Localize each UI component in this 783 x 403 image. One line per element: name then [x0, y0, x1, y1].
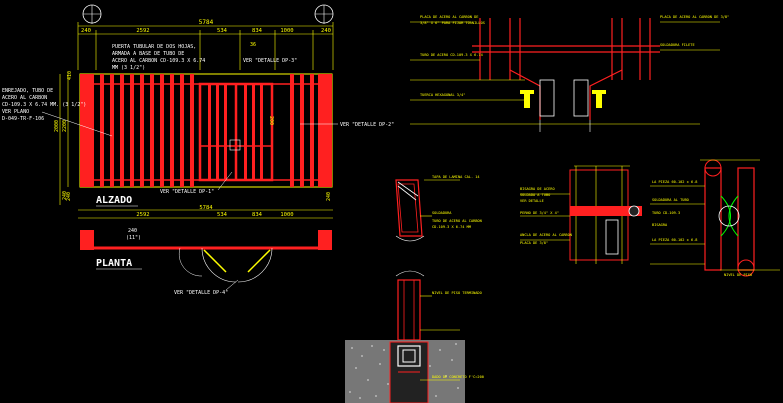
fence-pickets: [100, 74, 314, 187]
dp1-label-3: VER DETALLE: [520, 199, 544, 203]
fence-post-right: [318, 74, 332, 187]
side-note-line-1: ENREJADO, TUBO DE: [2, 88, 53, 94]
plan-dim-11in: (11"): [126, 235, 141, 241]
side-note-line-5: D-049-TR-F-106: [2, 116, 44, 122]
dp4-label-5: LA PIEZA 60-102 x 6.8: [652, 238, 697, 242]
dp4-label-6: NIVEL DE PISO: [724, 273, 752, 277]
dp3-label-4: TUERCA HEXAGONAL 3/4": [420, 93, 465, 97]
dp2-label-2: SOLDADURA: [432, 211, 452, 215]
dim-base-240-right: 240: [326, 192, 332, 201]
plan-post-left: [80, 230, 94, 250]
gate-leaves: [198, 82, 274, 182]
ref-detail-dp2: VER "DETALLE DP-2": [340, 122, 394, 128]
gate-swing-arc-left: [201, 247, 237, 283]
dim-left-410: 410: [67, 71, 73, 80]
dp4-label-4: BISAGRA: [652, 223, 668, 227]
dp1-label-4: PERNO DE 3/4" X 4": [520, 211, 559, 215]
dim-36: 36: [250, 42, 256, 48]
side-note-line-3: CD-109.3 X 6.74 MM. (3 1/2"): [2, 102, 86, 108]
gate-lock-icon: [229, 139, 241, 151]
plan-view: 5784 2592 534 834 1000 240 (11") VER "DE…: [78, 205, 333, 296]
detail-dp2: TAPA DE LAMINA CAL. 14 SOLDADURA TUBO DE…: [345, 175, 484, 403]
detail-dp4: LA PIEZA 60-102 x 6.8 SOLDADURA AL TUBO …: [650, 159, 780, 277]
dp2-label-6: DADO DE CONCRETO F'C=200: [432, 375, 484, 379]
dim-top-1000: 1000: [280, 28, 293, 34]
view-title-planta: PLANTA: [96, 258, 132, 269]
dp4-label-3: TUBO CD-109.3: [652, 211, 680, 215]
dp3-label-2: 3/8" X 6" PARA FIJAR TORNILLOS: [420, 21, 485, 25]
fence-post-left: [80, 74, 94, 187]
plan-dim-1000: 1000: [280, 212, 293, 218]
dp2-label-1: TAPA DE LAMINA CAL. 14: [432, 175, 480, 179]
dim-top-534: 534: [217, 28, 228, 34]
gate-note-line-1: PUERTA TUBULAR DE DOS HOJAS,: [112, 44, 196, 50]
dim-total-width: 5784: [199, 19, 214, 26]
side-note-line-4: VER PLANO: [2, 109, 29, 115]
ref-detail-dp3: VER "DETALLE DP-3": [243, 58, 297, 64]
view-title-alzado: ALZADO: [96, 195, 132, 206]
gate-note-line-3: ACERO AL CARBON CD-109.3 X 6.74: [112, 58, 205, 64]
dim-top-240-right: 240: [321, 28, 331, 34]
fence-outline: [79, 73, 333, 188]
dim-left-240: 240: [62, 191, 68, 200]
dim-200: 200: [268, 116, 274, 125]
detail-dp1: BISAGRA DE ACERO SOLDADA A TUBO VER DETA…: [520, 165, 642, 264]
dp2-label-4: CD-109.3 X 6.74 MM: [432, 225, 472, 229]
dp2-label-3: TUBO DE ACERO AL CARBON: [432, 219, 482, 223]
hinge-plate: [570, 206, 642, 216]
dp3-label-6: SOLDADURA FILETE: [660, 43, 695, 47]
plan-dim-834: 834: [252, 212, 263, 218]
dp1-label-6: PLACA DE 3/8": [520, 241, 548, 245]
ref-detail-dp1: VER "DETALLE DP-1": [160, 189, 214, 195]
plan-dim-2592: 2592: [136, 212, 149, 218]
plan-post-right: [318, 230, 332, 250]
detail-dp3: PLACA DE ACERO AL CARBON DE 3/8" X 6" PA…: [410, 15, 729, 132]
gate-note-line-4: MM (3 1/2"): [112, 65, 145, 71]
dp1-label-5: ANCLA DE ACERO AL CARBON: [520, 233, 572, 237]
elevation-view: 5784 240 2592 534 834 1000 240 PUERTA TU…: [2, 4, 394, 207]
plan-total-width: 5784: [199, 205, 213, 211]
dim-base-240-left: 240: [66, 192, 72, 201]
concrete-hatch: [349, 343, 459, 399]
dim-left-2000: 2000: [54, 120, 60, 132]
ref-detail-dp4: VER "DETALLE DP-4": [174, 290, 228, 296]
dp3-label-3: TUBO DE ACERO CD-109.3 X 6.74: [420, 53, 483, 57]
dim-left-2200: 2200: [62, 120, 68, 132]
dp2-label-5: NIVEL DE PISO TERMINADO: [432, 291, 482, 295]
dp3-label-1: PLACA DE ACERO AL CARBON DE: [420, 15, 478, 19]
dim-top-240-left: 240: [81, 28, 91, 34]
gate-note-line-2: ARMADA A BASE DE TUBO DE: [112, 51, 184, 57]
dim-top-2592: 2592: [136, 28, 149, 34]
dp4-label-1: LA PIEZA 60-102 x 6.8: [652, 180, 697, 184]
plan-dim-534: 534: [217, 212, 228, 218]
gate-swing-arc-right: [237, 247, 273, 283]
side-note-line-2: ACERO AL CARBON: [2, 95, 47, 101]
plan-dim-240: 240: [128, 228, 137, 234]
dp3-label-5: PLACA DE ACERO AL CARBON DE 3/8": [660, 15, 729, 19]
dp1-label-2: SOLDADA A TUBO: [520, 193, 550, 197]
dp4-label-2: SOLDADURA AL TUBO: [652, 198, 689, 202]
dp1-label-1: BISAGRA DE ACERO: [520, 187, 555, 191]
dim-top-834: 834: [252, 28, 263, 34]
